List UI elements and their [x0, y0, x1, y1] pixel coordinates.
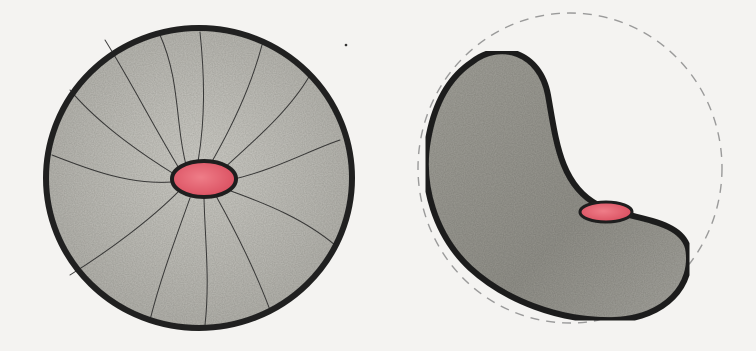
- bent-cell: [418, 13, 722, 323]
- pencil-dot: [345, 44, 348, 47]
- round-cell-nucleus: [172, 161, 236, 197]
- bent-cell-nucleus: [580, 202, 632, 222]
- round-cell: [46, 28, 352, 328]
